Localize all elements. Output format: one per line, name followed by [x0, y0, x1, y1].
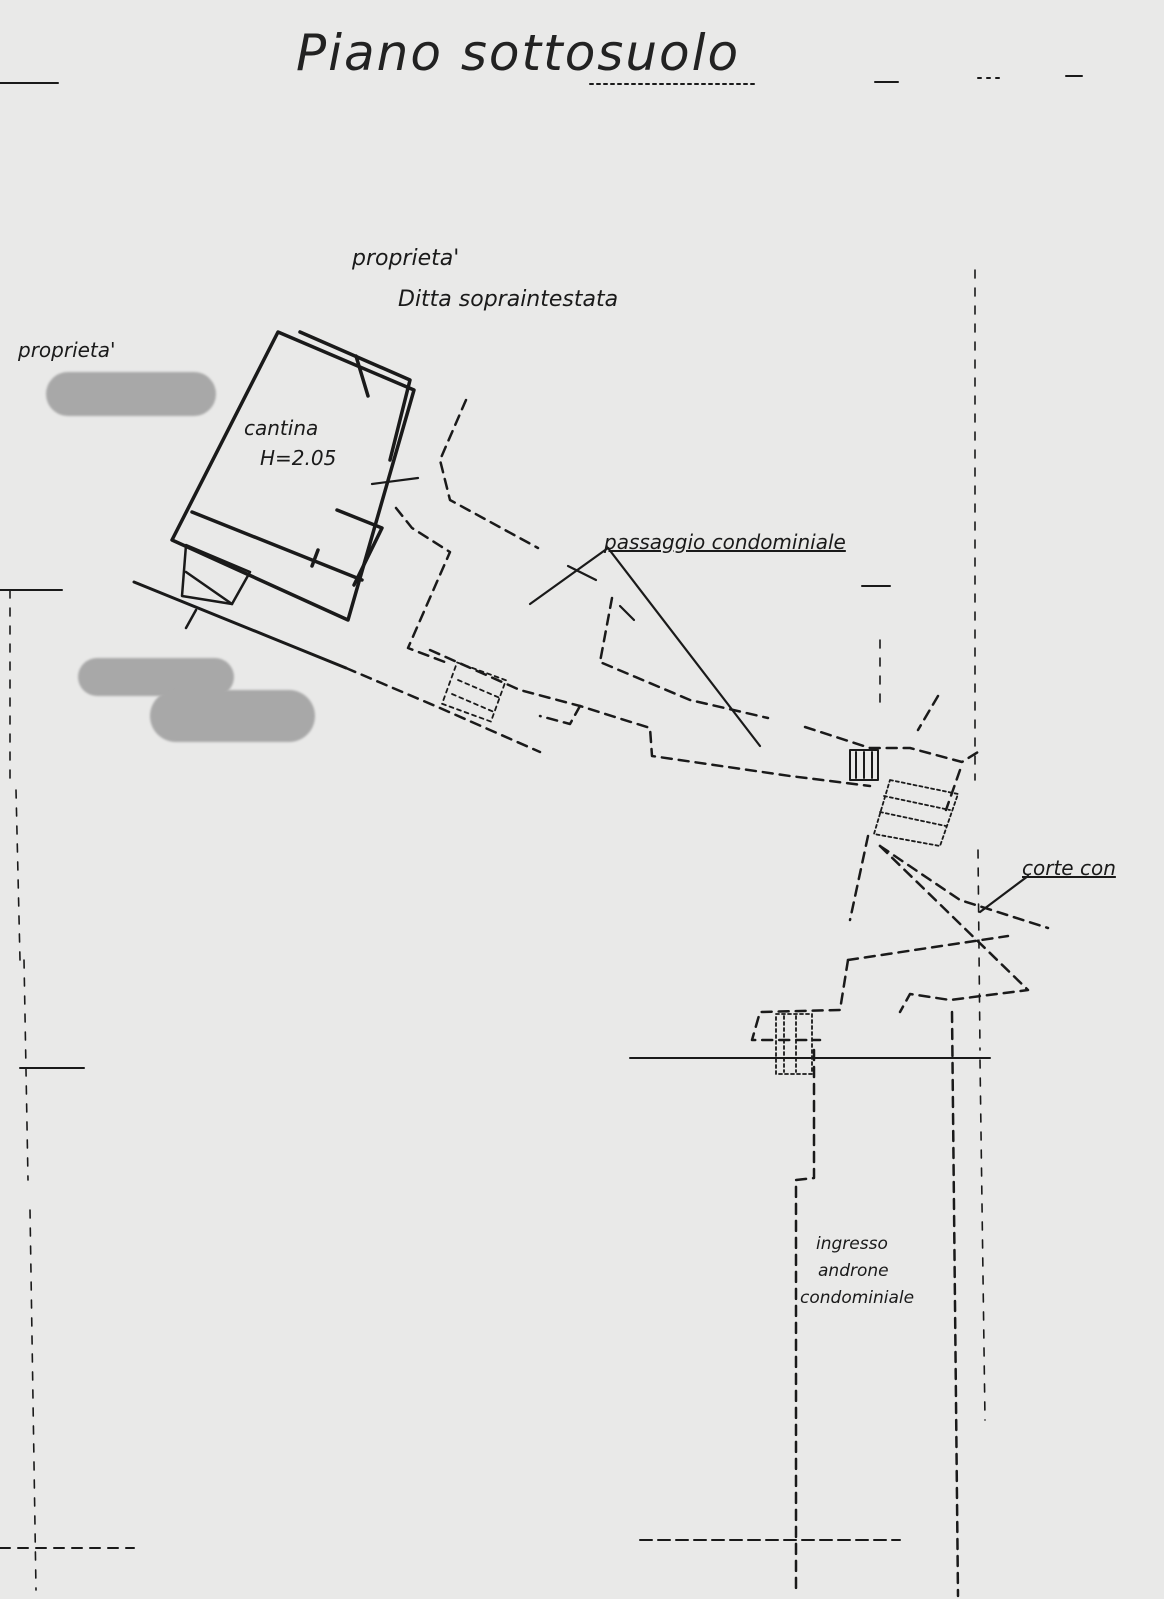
redacted-area-1 — [78, 658, 234, 696]
sheet-frame-solid — [0, 585, 991, 1549]
title-underline — [0, 75, 1083, 85]
plan-title: Piano sottosuolo — [296, 24, 741, 82]
entry-label-line2: androne — [818, 1261, 889, 1281]
owner-left-label: proprieta' — [18, 338, 116, 362]
leader-lines — [370, 476, 1030, 914]
stair-hatch-4 — [775, 1013, 813, 1075]
owner-top-name: Ditta sopraintestata — [398, 287, 619, 312]
entry-label-line3: condominiale — [800, 1288, 915, 1308]
stair-hatch-2 — [849, 749, 879, 781]
owner-top-label: proprieta' — [352, 246, 460, 271]
cantina-outer-wall — [132, 580, 348, 670]
stair-hatch-3 — [873, 779, 959, 847]
cantina-room — [170, 330, 416, 622]
entry-label-line1: ingresso — [816, 1234, 888, 1254]
cantina-stair — [180, 543, 252, 630]
redacted-area-2 — [150, 690, 315, 742]
court-label: corte con — [1022, 856, 1116, 880]
room-name-label: cantina — [244, 416, 319, 440]
stair-hatch-1 — [441, 661, 507, 723]
redacted-owner-name — [46, 372, 216, 416]
passage-label: passaggio condominiale — [604, 530, 846, 554]
sheet-frame-lines — [9, 269, 986, 1591]
corridor-dashed — [344, 398, 1050, 1598]
room-height-label: H=2.05 — [260, 446, 337, 470]
